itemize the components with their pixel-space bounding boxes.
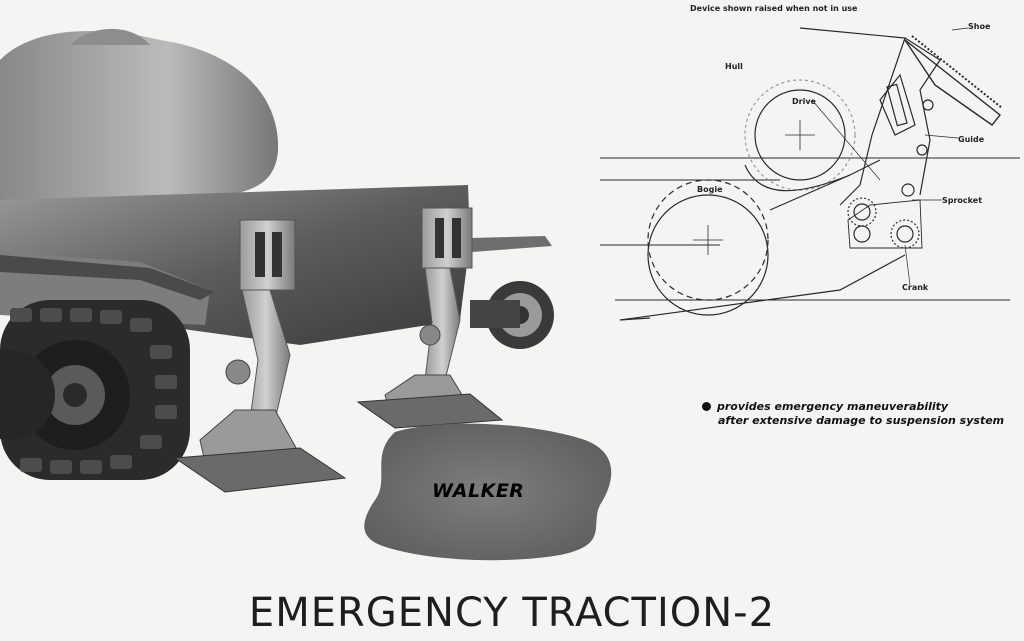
hull-outline	[799, 27, 906, 206]
rear-sprocket	[470, 281, 554, 349]
diagram-note: Device shown raised when not in use	[690, 4, 858, 13]
caption-line-2: after extensive damage to suspension sys…	[718, 414, 1005, 427]
track	[0, 300, 190, 480]
tank-illustration	[0, 28, 612, 561]
mechanism-diagram	[600, 27, 1020, 321]
crank-pivot-3	[896, 225, 914, 243]
walker-label: WALKER	[432, 480, 525, 502]
walker-leg-left	[173, 219, 347, 493]
label-hull: Hull	[725, 62, 743, 71]
walker-shoe-right	[356, 393, 504, 429]
crank-pivot-2	[853, 225, 871, 243]
sprocket	[901, 183, 915, 197]
track-fender	[0, 255, 215, 300]
label-drive: Drive	[792, 97, 816, 106]
label-crank: Crank	[902, 283, 929, 292]
walker-leg-right	[356, 207, 504, 429]
bullet-icon	[702, 402, 711, 411]
track-outline	[619, 164, 906, 321]
crank-pivot-1	[853, 203, 871, 221]
walker-shadow	[364, 423, 612, 561]
label-guide: Guide	[958, 135, 985, 144]
walker-shoe-left	[173, 447, 347, 493]
drive-wheel	[754, 89, 846, 181]
guide-arm	[904, 37, 941, 196]
feature-caption: provides emergency maneuverability after…	[690, 400, 1004, 428]
shoe	[904, 39, 1001, 126]
bogie-wheel	[647, 179, 769, 301]
turret-top	[70, 28, 150, 45]
caption-line-1: provides emergency maneuverability	[717, 400, 949, 413]
label-shoe: Shoe	[968, 22, 991, 31]
label-bogie: Bogie	[697, 185, 723, 194]
exhaust-deflector	[470, 236, 552, 252]
turret	[0, 31, 279, 201]
label-sprocket: Sprocket	[942, 196, 983, 205]
page-title: EMERGENCY TRACTION-2	[248, 590, 776, 636]
